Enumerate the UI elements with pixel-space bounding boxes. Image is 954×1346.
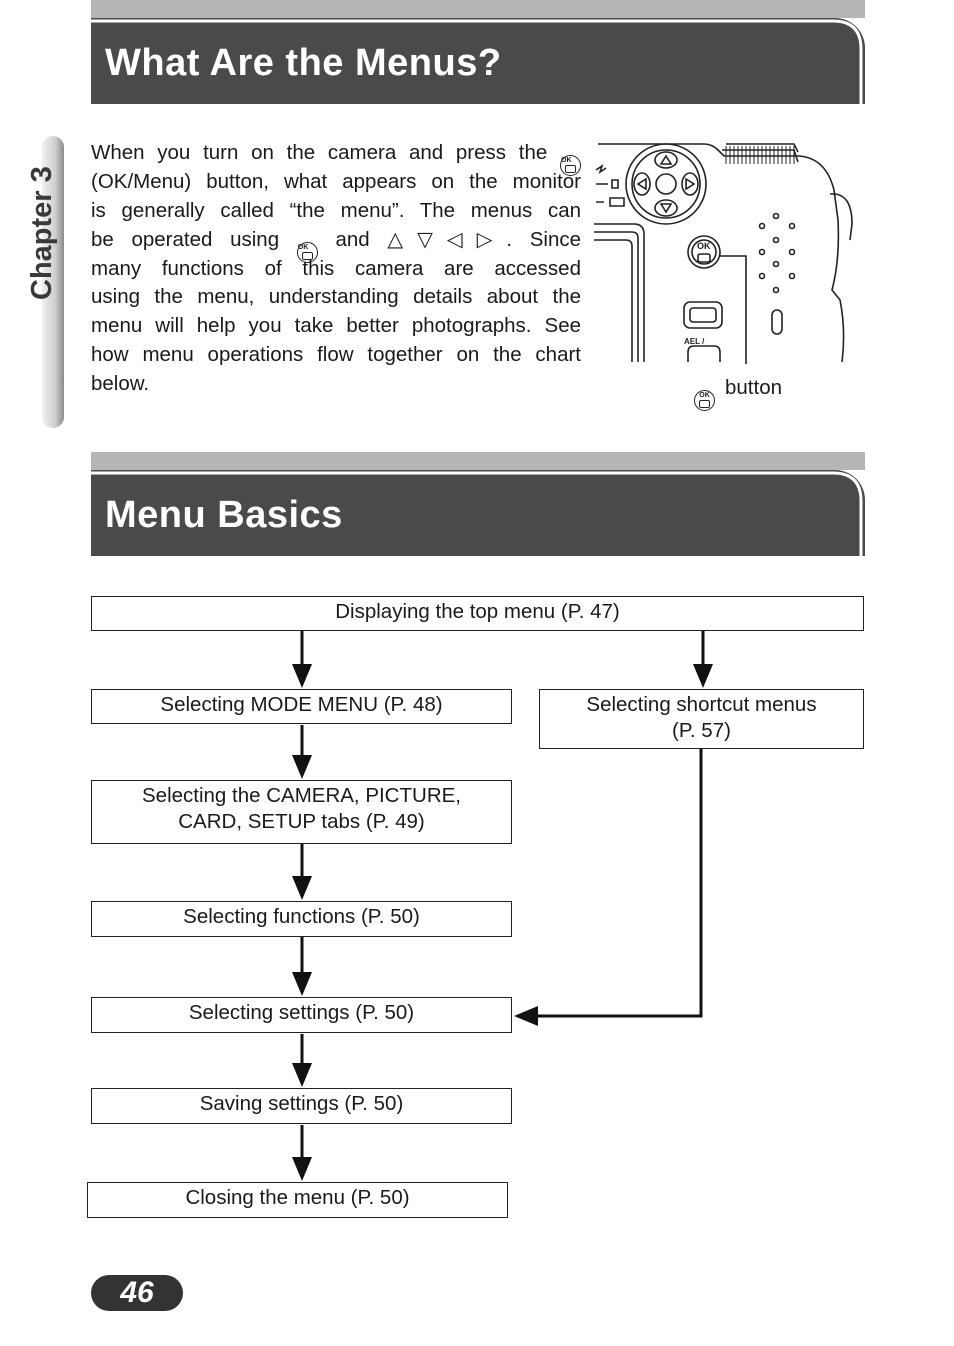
banner-outline <box>91 471 863 556</box>
ael-label: AEL / <box>684 337 705 346</box>
page-number: 46 <box>91 1275 183 1311</box>
intro-line: When you turn on the camera and press th… <box>91 139 581 176</box>
intro-line: many functions of this camera are access… <box>91 256 581 280</box>
intro-line: how menu operations flow together on the… <box>91 343 581 367</box>
banner-top-strip <box>91 452 865 470</box>
banner-body <box>91 470 865 556</box>
ok-menu-icon: OK <box>694 390 715 411</box>
flow-step-label: Closing the menu (P. 50) <box>185 1186 410 1209</box>
intro-line: using the menu, understanding details ab… <box>91 285 581 309</box>
intro-text: When you turn on the camera and press th… <box>91 141 548 164</box>
flow-step-shortcut-menus: Selecting shortcut menus (P. 57) <box>539 689 864 749</box>
flow-step-saving: Saving settings (P. 50) <box>91 1088 512 1124</box>
flow-step-label: Selecting functions (P. 50) <box>183 905 420 928</box>
ok-menu-icon: OK <box>560 155 581 176</box>
section-title: Menu Basics <box>105 494 343 536</box>
intro-paragraph: When you turn on the camera and press th… <box>91 139 581 399</box>
flow-step-tabs: Selecting the CAMERA, PICTURE, CARD, SETU… <box>91 780 512 844</box>
banner-top-strip <box>91 0 865 18</box>
flow-step-label: (P. 57) <box>672 719 731 742</box>
intro-text: be operated using <box>91 227 280 251</box>
flow-step-label: Selecting shortcut menus <box>586 693 817 716</box>
flow-step-label: Displaying the top menu (P. 47) <box>335 600 620 623</box>
ok-label: OK <box>697 241 711 251</box>
banner-outline <box>91 19 863 104</box>
intro-line: menu will help you take better photograp… <box>91 314 581 338</box>
ok-menu-icon: OK <box>296 241 318 263</box>
flow-step-label: Saving settings (P. 50) <box>199 1092 404 1115</box>
flow-step-label: CARD, SETUP tabs (P. 49) <box>178 810 425 833</box>
caption-text: button <box>725 376 782 399</box>
intro-text: and <box>335 227 370 251</box>
intro-line: be operated using OK and △▽◁▷. Since <box>91 226 582 263</box>
flow-step-top-menu: Displaying the top menu (P. 47) <box>91 596 864 631</box>
arrow-pad-icon: △▽◁▷ <box>387 227 507 251</box>
flow-step-label: Selecting the CAMERA, PICTURE, <box>142 784 461 807</box>
section-title: What Are the Menus? <box>105 42 502 84</box>
banner-body <box>91 18 865 104</box>
intro-line: (OK/Menu) button, what appears on the mo… <box>91 169 581 193</box>
intro-line: is generally called “the menu”. The menu… <box>91 198 581 222</box>
flow-step-closing: Closing the menu (P. 50) <box>87 1182 508 1218</box>
chapter-tab <box>42 136 64 428</box>
camera-caption: OK button <box>694 376 782 411</box>
flow-step-settings: Selecting settings (P. 50) <box>91 997 512 1033</box>
section-banner-what-are-menus: What Are the Menus? <box>91 0 865 104</box>
camera-back-illustration: OK AEL / <box>594 143 853 364</box>
flow-step-label: Selecting settings (P. 50) <box>188 1001 415 1024</box>
intro-line: below. <box>91 372 150 396</box>
flow-step-functions: Selecting functions (P. 50) <box>91 901 512 937</box>
section-banner-menu-basics: Menu Basics <box>91 452 865 556</box>
flow-step-mode-menu: Selecting MODE MENU (P. 48) <box>91 689 512 724</box>
intro-text: . Since <box>506 227 582 251</box>
flow-step-label: Selecting MODE MENU (P. 48) <box>160 693 443 716</box>
